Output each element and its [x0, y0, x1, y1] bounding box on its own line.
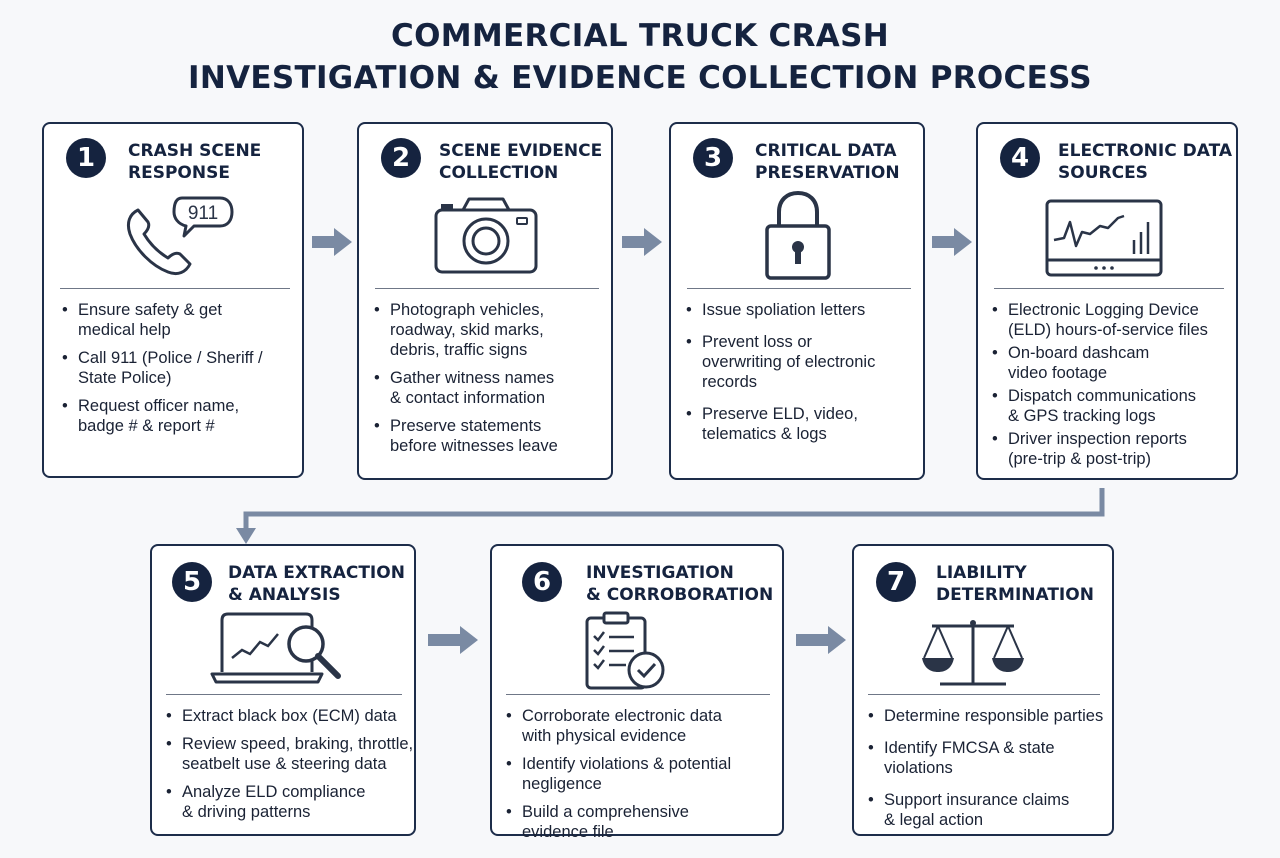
step-heading: INVESTIGATION& CORROBORATION — [586, 563, 774, 605]
divider — [60, 288, 290, 289]
step-card-5: 5 DATA EXTRACTION& ANALYSIS Extract blac… — [150, 544, 416, 836]
padlock-icon — [765, 190, 831, 280]
list-item: Identify violations & potentialnegligenc… — [506, 754, 782, 794]
list-item: Photograph vehicles,roadway, skid marks,… — [374, 300, 609, 360]
divider — [687, 288, 911, 289]
step-number-badge: 4 — [1000, 138, 1040, 178]
wrap-arrow-icon — [236, 488, 1105, 544]
step-number-badge: 2 — [381, 138, 421, 178]
list-item: Preserve ELD, video,telematics & logs — [686, 404, 921, 444]
arrow-right-icon — [932, 228, 972, 256]
monitor-chart-icon — [1045, 199, 1163, 277]
arrow-right-icon — [312, 228, 352, 256]
page-title-line-1: COMMERCIAL TRUCK CRASH — [391, 18, 889, 54]
divider — [166, 694, 402, 695]
svg-text:911: 911 — [188, 203, 218, 224]
camera-icon — [434, 197, 538, 274]
arrow-right-icon — [428, 626, 478, 654]
divider — [994, 288, 1224, 289]
list-item: Determine responsible parties — [868, 706, 1113, 726]
divider — [506, 694, 770, 695]
step-items-list: Photograph vehicles,roadway, skid marks,… — [374, 300, 609, 464]
step-items-list: Extract black box (ECM) data Review spee… — [166, 706, 416, 830]
step-items-list: Determine responsible parties Identify F… — [868, 706, 1113, 838]
list-item: Call 911 (Police / Sheriff /State Police… — [62, 348, 297, 388]
list-item: Extract black box (ECM) data — [166, 706, 416, 726]
list-item: Request officer name,badge # & report # — [62, 396, 297, 436]
step-items-list: Issue spoliation letters Prevent loss or… — [686, 300, 921, 452]
step-number-badge: 5 — [172, 562, 212, 602]
step-items-list: Electronic Logging Device(ELD) hours-of-… — [992, 300, 1237, 477]
divider — [868, 694, 1100, 695]
phone-911-icon: 911 — [126, 196, 234, 276]
list-item: Electronic Logging Device(ELD) hours-of-… — [992, 300, 1237, 340]
step-card-6: 6 INVESTIGATION& CORROBORATION Corrobora… — [490, 544, 784, 841]
step-number-badge: 3 — [693, 138, 733, 178]
clipboard-check-icon — [585, 611, 665, 690]
list-item: Review speed, braking, throttle,seatbelt… — [166, 734, 416, 774]
list-item: Driver inspection reports(pre-trip & pos… — [992, 429, 1237, 469]
list-item: Analyze ELD compliance& driving patterns — [166, 782, 416, 822]
list-item: Gather witness names& contact informatio… — [374, 368, 609, 408]
step-number-badge: 7 — [876, 562, 916, 602]
list-item: Dispatch communications& GPS tracking lo… — [992, 386, 1237, 426]
divider — [375, 288, 599, 289]
list-item: Support insurance claims& legal action — [868, 790, 1113, 830]
step-number-badge: 1 — [66, 138, 106, 178]
arrow-right-icon — [796, 626, 846, 654]
arrow-right-icon — [622, 228, 662, 256]
laptop-magnifier-icon — [210, 612, 341, 684]
list-item: Issue spoliation letters — [686, 300, 921, 320]
step-number-badge: 6 — [522, 562, 562, 602]
page-title-line-2: INVESTIGATION & EVIDENCE COLLECTION PROC… — [188, 60, 1092, 96]
step-heading: DATA EXTRACTION& ANALYSIS — [228, 563, 405, 605]
scales-icon — [922, 620, 1024, 686]
